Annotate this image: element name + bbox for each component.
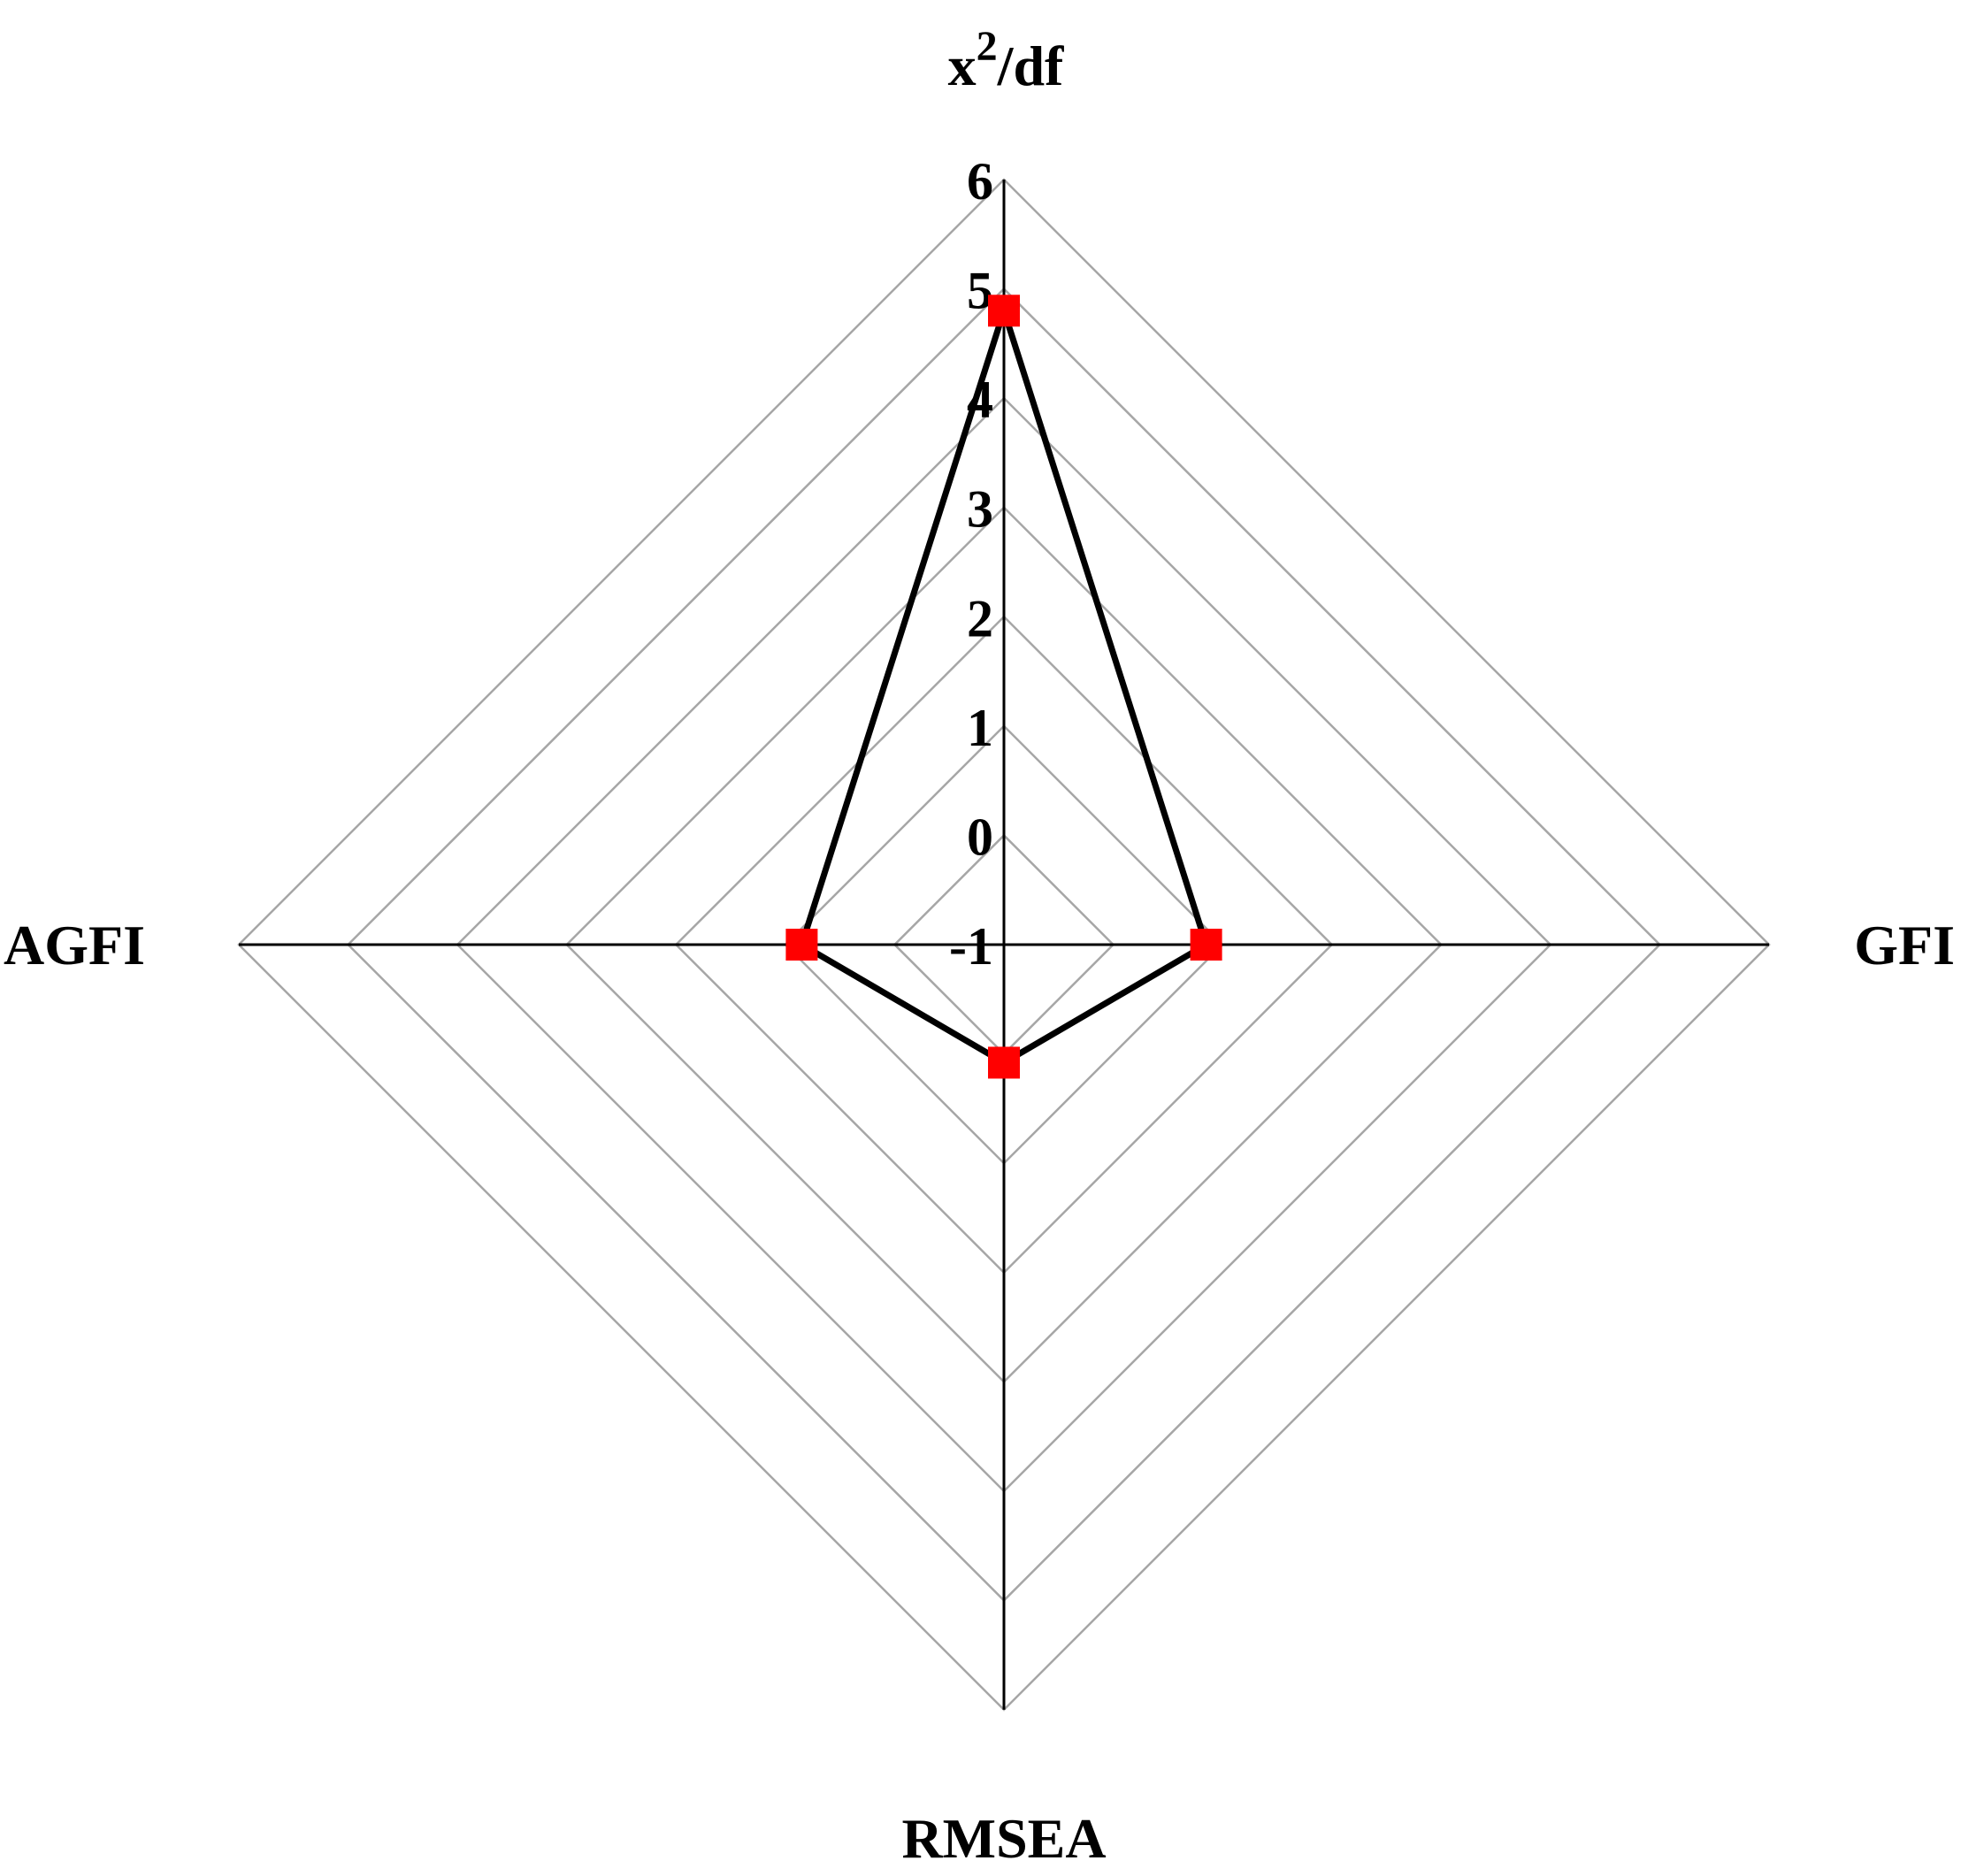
spoke-layer xyxy=(239,180,1769,1710)
axis-label-chi-square-df: x2/df xyxy=(948,23,1064,97)
series-layer xyxy=(785,295,1222,1079)
data-point-marker xyxy=(1190,929,1222,961)
tick-label: 3 xyxy=(967,480,993,539)
tick-label: -1 xyxy=(949,917,993,976)
data-point-marker xyxy=(988,1046,1020,1079)
tick-label: 0 xyxy=(967,808,993,866)
axis-label-gfi: GFI xyxy=(1854,914,1955,976)
data-point-marker xyxy=(785,929,818,961)
tick-label: 6 xyxy=(967,152,993,211)
tick-label: 1 xyxy=(967,699,993,757)
axis-label-rmsea: RMSEA xyxy=(901,1807,1106,1870)
data-point-marker xyxy=(988,295,1020,327)
tick-label: 2 xyxy=(967,589,993,647)
axis-label-group: x2/df GFI RMSEA AGFI xyxy=(4,23,1955,1870)
axis-label-agfi: AGFI xyxy=(4,914,145,976)
